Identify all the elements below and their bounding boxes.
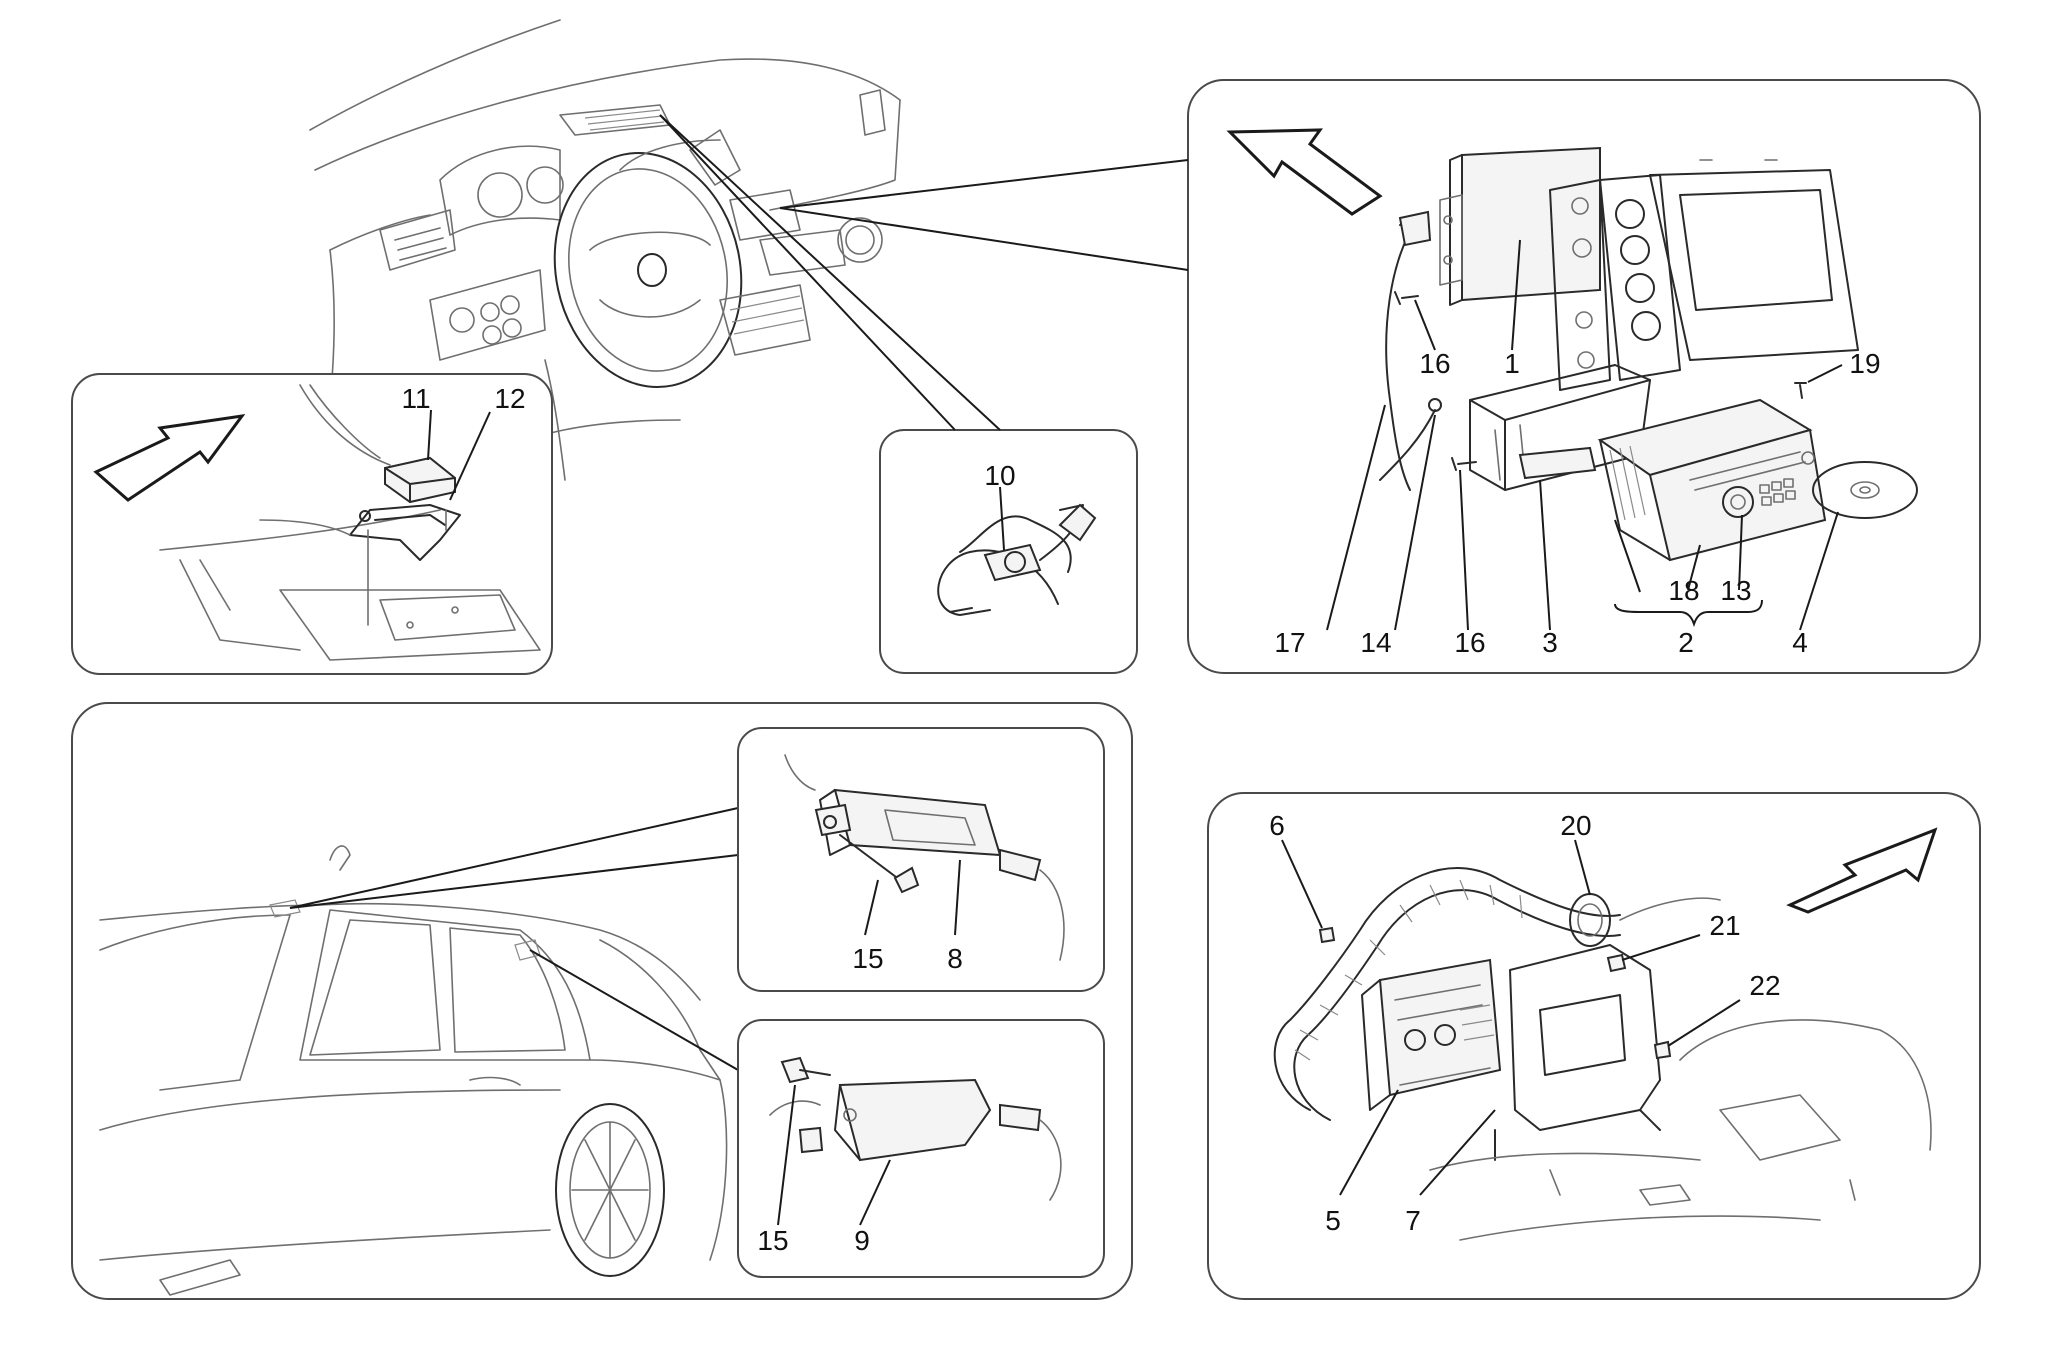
callout-9: 9 [854, 1225, 870, 1256]
callout-22: 22 [1749, 970, 1780, 1001]
callout-3: 3 [1542, 627, 1558, 658]
dashboard-overview [309, 19, 901, 481]
callout-1: 1 [1504, 348, 1520, 379]
microphone-inset: 10 [879, 429, 1138, 674]
callout-16-upper: 16 [1419, 348, 1450, 379]
callout-15-upper: 15 [852, 943, 883, 974]
callout-14: 14 [1360, 627, 1391, 658]
callout-4: 4 [1792, 627, 1808, 658]
callout-6: 6 [1269, 810, 1285, 841]
callout-11: 11 [401, 383, 430, 414]
callout-13: 13 [1720, 575, 1751, 606]
callout-12: 12 [494, 383, 525, 414]
callout-2: 2 [1678, 627, 1694, 658]
direction-arrow-bottom-right [1786, 827, 1938, 914]
callout-17: 17 [1274, 627, 1305, 658]
callout-16-lower: 16 [1454, 627, 1485, 658]
car-body-antenna-panel: 15 8 15 9 [71, 702, 1133, 1300]
panel-bottom-right [1207, 792, 1981, 1300]
antenna-amplifier-inset: 11 12 [71, 373, 553, 675]
callout-21: 21 [1709, 910, 1740, 941]
dashboard-pointer-lines [659, 114, 1189, 431]
inset-panel-amplifier-8 [737, 727, 1105, 992]
callout-8: 8 [947, 943, 963, 974]
callout-19: 19 [1849, 348, 1880, 379]
direction-arrow-top-right [1226, 128, 1383, 216]
callout-7: 7 [1405, 1205, 1421, 1236]
callout-20: 20 [1560, 810, 1591, 841]
callout-10: 10 [984, 460, 1015, 491]
control-module-panel: 6 20 21 22 5 7 [1207, 792, 1981, 1300]
callout-18: 18 [1668, 575, 1699, 606]
callout-5: 5 [1325, 1205, 1341, 1236]
direction-arrow-left-inset [93, 413, 246, 502]
callout-15-lower: 15 [757, 1225, 788, 1256]
head-unit-panel: 16 1 19 18 13 17 14 16 3 2 4 [1187, 79, 1981, 674]
